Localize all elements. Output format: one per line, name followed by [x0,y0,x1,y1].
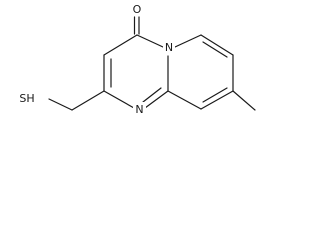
bond-n1-c9a [144,90,169,109]
ring-nitrogen-top-label: N [165,41,173,54]
atom-labels: O N N SH [10,2,175,116]
thiol-label: SH [19,92,34,105]
bond-c-s [48,98,73,111]
thiol-group: SH [10,91,46,105]
bond-n5-c6 [174,34,202,48]
oxygen-atom: O [130,2,143,16]
bond-ch2 [71,90,105,111]
bond-n1-c9a-double [142,87,162,103]
bond-c8-c9 [200,90,234,110]
bond-c2-n1 [103,90,135,109]
ring-nitrogen-bottom-label: N [135,103,143,116]
bonds [48,16,256,111]
bond-c8-c9-double [202,87,228,103]
oxygen-label: O [133,3,142,16]
bond-c9-c9a [167,90,202,110]
bond-c4-c3 [103,34,138,56]
ring-nitrogen-top-atom: N [163,40,175,54]
structure-diagram: O N N SH [10,2,256,116]
ring-nitrogen-bottom-atom: N [133,102,146,116]
bond-methyl [232,90,256,111]
bond-c6-c7 [200,34,234,56]
bond-n5-c4 [136,34,164,48]
bond-c6-c7-double [202,41,228,58]
